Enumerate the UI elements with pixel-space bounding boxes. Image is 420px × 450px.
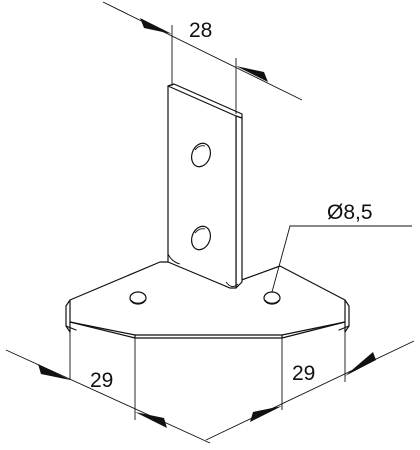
- upright-plate: [167, 83, 243, 289]
- base-hole-left-inner: [130, 299, 146, 304]
- dimension-top-width: 28: [102, 1, 303, 114]
- dimension-hole-diameter: Ø8,5: [271, 201, 412, 293]
- upright-hole-top-inner: [194, 145, 206, 151]
- dimension-right-width-label: 29: [292, 362, 315, 385]
- base-hole-right-inner: [264, 299, 280, 304]
- dimension-hole-diameter-label: Ø8,5: [327, 201, 373, 224]
- upright-hole-bottom-inner: [194, 228, 206, 234]
- dimension-right-width: 29: [205, 326, 415, 441]
- dimension-left-width: 29: [5, 326, 211, 444]
- dimension-left-width-label: 29: [90, 369, 113, 392]
- dimension-top-width-label: 28: [189, 19, 212, 42]
- base-hole-left: [129, 291, 147, 305]
- base-hole-right: [263, 291, 281, 305]
